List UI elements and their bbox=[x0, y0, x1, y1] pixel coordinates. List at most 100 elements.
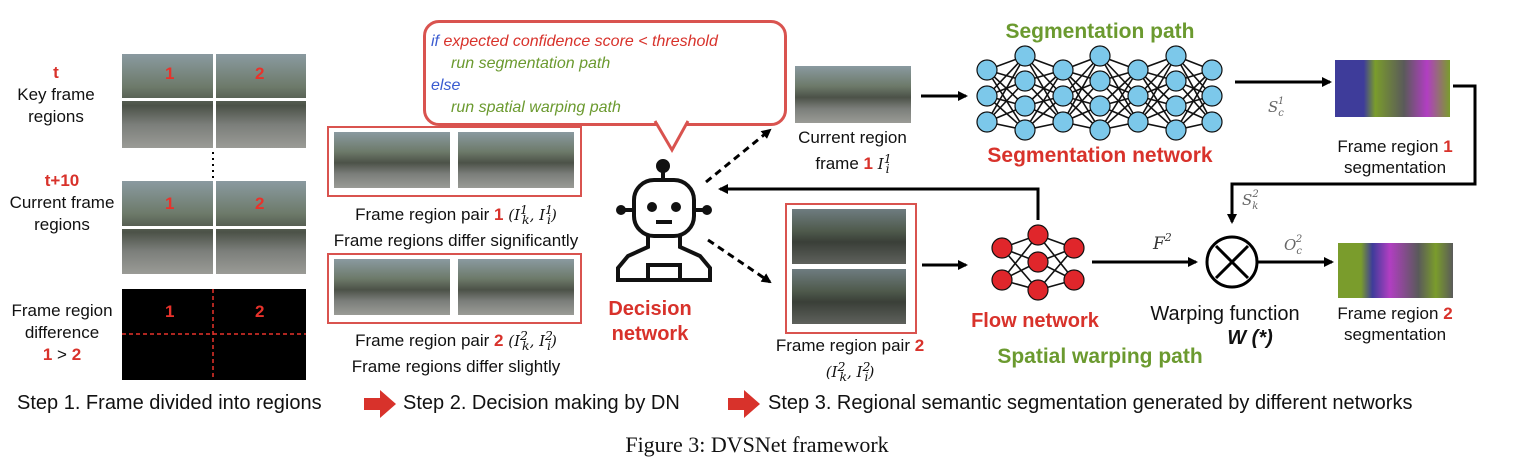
network-edge bbox=[1062, 69, 1101, 131]
difference-op: > bbox=[52, 345, 72, 364]
network-edge bbox=[986, 55, 1026, 123]
bubble-else: else bbox=[431, 77, 461, 94]
pair1-box bbox=[327, 126, 582, 197]
warping-function-label: Warping function W (*) bbox=[1135, 302, 1315, 350]
frame-pair2-caption: Frame region pair 2 (I2k, I2i) bbox=[775, 336, 925, 384]
network-node bbox=[1014, 70, 1036, 92]
network-edge bbox=[1137, 55, 1177, 123]
step-arrow-2 bbox=[728, 390, 760, 418]
step-3: Step 3. Regional semantic segmentation g… bbox=[768, 392, 1413, 414]
network-edge bbox=[1062, 55, 1101, 123]
network-node bbox=[1063, 269, 1085, 291]
current-frame-label-1: Current frame bbox=[9, 193, 115, 212]
label-oc2: Oc2 bbox=[1284, 234, 1302, 257]
network-node bbox=[1089, 119, 1111, 141]
label-sc1: Sc1 bbox=[1268, 96, 1284, 119]
network-edge bbox=[1175, 69, 1213, 131]
current-region-image bbox=[795, 66, 911, 123]
network-node bbox=[1127, 59, 1149, 81]
pair1-label: Frame region pair bbox=[355, 205, 490, 224]
network-node bbox=[1027, 279, 1049, 301]
current-region-caption: Current region frame 1 I1i bbox=[770, 127, 935, 179]
network-node bbox=[1201, 59, 1223, 81]
pair1-num: 1 bbox=[494, 205, 504, 224]
network-node bbox=[1014, 119, 1036, 141]
bubble-condition: expected confidence score < threshold bbox=[443, 33, 718, 50]
step-arrow-1 bbox=[364, 390, 396, 418]
bubble-else-line: run spatial warping path bbox=[451, 99, 621, 116]
network-node bbox=[1165, 95, 1187, 117]
segmentation-path-title: Segmentation path bbox=[1005, 20, 1195, 43]
warp-operator-icon bbox=[1205, 235, 1259, 289]
network-node bbox=[1165, 70, 1187, 92]
arrow-to-frame-pair2 bbox=[707, 238, 772, 284]
key-frame-divider-h bbox=[122, 98, 306, 101]
network-node bbox=[1201, 85, 1223, 107]
pair1-image-b bbox=[458, 132, 574, 188]
network-node bbox=[1027, 224, 1049, 246]
network-edge bbox=[1099, 69, 1139, 131]
frame-pair2-label: Frame region pair bbox=[775, 336, 910, 355]
out1-line1: Frame region bbox=[1337, 137, 1439, 156]
current-frame-time: t+10 bbox=[44, 171, 80, 190]
pair2-image-b bbox=[458, 259, 574, 315]
network-node bbox=[1201, 111, 1223, 133]
frame-pair2-num: 2 bbox=[914, 336, 925, 355]
network-node bbox=[1052, 111, 1074, 133]
pair2-label: Frame region pair bbox=[355, 331, 490, 350]
network-node bbox=[976, 85, 998, 107]
diff-tile-2: 2 bbox=[255, 302, 265, 321]
network-node bbox=[1027, 251, 1049, 273]
network-node bbox=[1127, 111, 1149, 133]
robot-icon bbox=[616, 159, 712, 282]
out2-line2: segmentation bbox=[1343, 325, 1447, 344]
out1-num: 1 bbox=[1443, 137, 1453, 156]
network-node bbox=[1014, 45, 1036, 67]
flow-network-title: Flow network bbox=[971, 310, 1099, 332]
network-node bbox=[1052, 85, 1074, 107]
current-tile-1: 1 bbox=[165, 194, 175, 213]
flow-network-graph bbox=[991, 224, 1085, 301]
network-node bbox=[976, 111, 998, 133]
label-f2: F2 bbox=[1152, 231, 1172, 254]
current-region-num: 1 bbox=[863, 154, 874, 173]
frame-pair2-box bbox=[785, 203, 917, 334]
decision-bubble bbox=[423, 20, 787, 126]
difference-label-2: difference bbox=[24, 323, 100, 342]
network-node bbox=[1165, 119, 1187, 141]
frame-pair2-image-b bbox=[792, 269, 906, 324]
difference-label: Frame region difference 1 > 2 bbox=[0, 300, 124, 366]
network-node bbox=[1089, 95, 1111, 117]
key-frame-label-1: Key frame bbox=[17, 85, 95, 104]
difference-b: 2 bbox=[71, 345, 82, 364]
warping-func: W (*) bbox=[1227, 327, 1273, 349]
current-frame-label-2: regions bbox=[34, 215, 90, 234]
step-2: Step 2. Decision making by DN bbox=[403, 392, 680, 414]
difference-compare: 1 > 2 bbox=[0, 344, 124, 366]
label-sk2: Sk2 bbox=[1242, 189, 1259, 212]
pair2-desc: Frame regions differ slightly bbox=[351, 357, 561, 376]
current-tile-2: 2 bbox=[255, 194, 265, 213]
segmentation-output-1 bbox=[1335, 60, 1450, 117]
segmentation-output-1-caption: Frame region 1 segmentation bbox=[1320, 136, 1470, 178]
difference-a: 1 bbox=[42, 345, 53, 364]
network-edge bbox=[1137, 69, 1177, 131]
out2-num: 2 bbox=[1443, 304, 1453, 323]
decision-network-label: Decision network bbox=[600, 297, 700, 347]
network-node bbox=[991, 269, 1013, 291]
network-node bbox=[1052, 59, 1074, 81]
frame-pair2-image-a bbox=[792, 209, 906, 264]
current-frame-divider-h bbox=[122, 226, 306, 229]
pair2-caption: Frame region pair 2 (I2k, I2i) Frame reg… bbox=[316, 325, 596, 377]
bubble-tail bbox=[653, 120, 690, 154]
network-node bbox=[1127, 85, 1149, 107]
current-frame-label: t+10 Current frame regions bbox=[0, 170, 124, 236]
arrow-flow-to-decision bbox=[718, 184, 1040, 220]
bubble-text: if expected confidence score < threshold… bbox=[431, 31, 781, 119]
key-frame-label: t Key frame regions bbox=[0, 62, 112, 128]
current-region-frame: frame bbox=[815, 154, 859, 173]
pair1-desc: Frame regions differ significantly bbox=[333, 231, 579, 250]
out2-line1: Frame region bbox=[1337, 304, 1439, 323]
spatial-warping-path-title: Spatial warping path bbox=[997, 345, 1203, 368]
